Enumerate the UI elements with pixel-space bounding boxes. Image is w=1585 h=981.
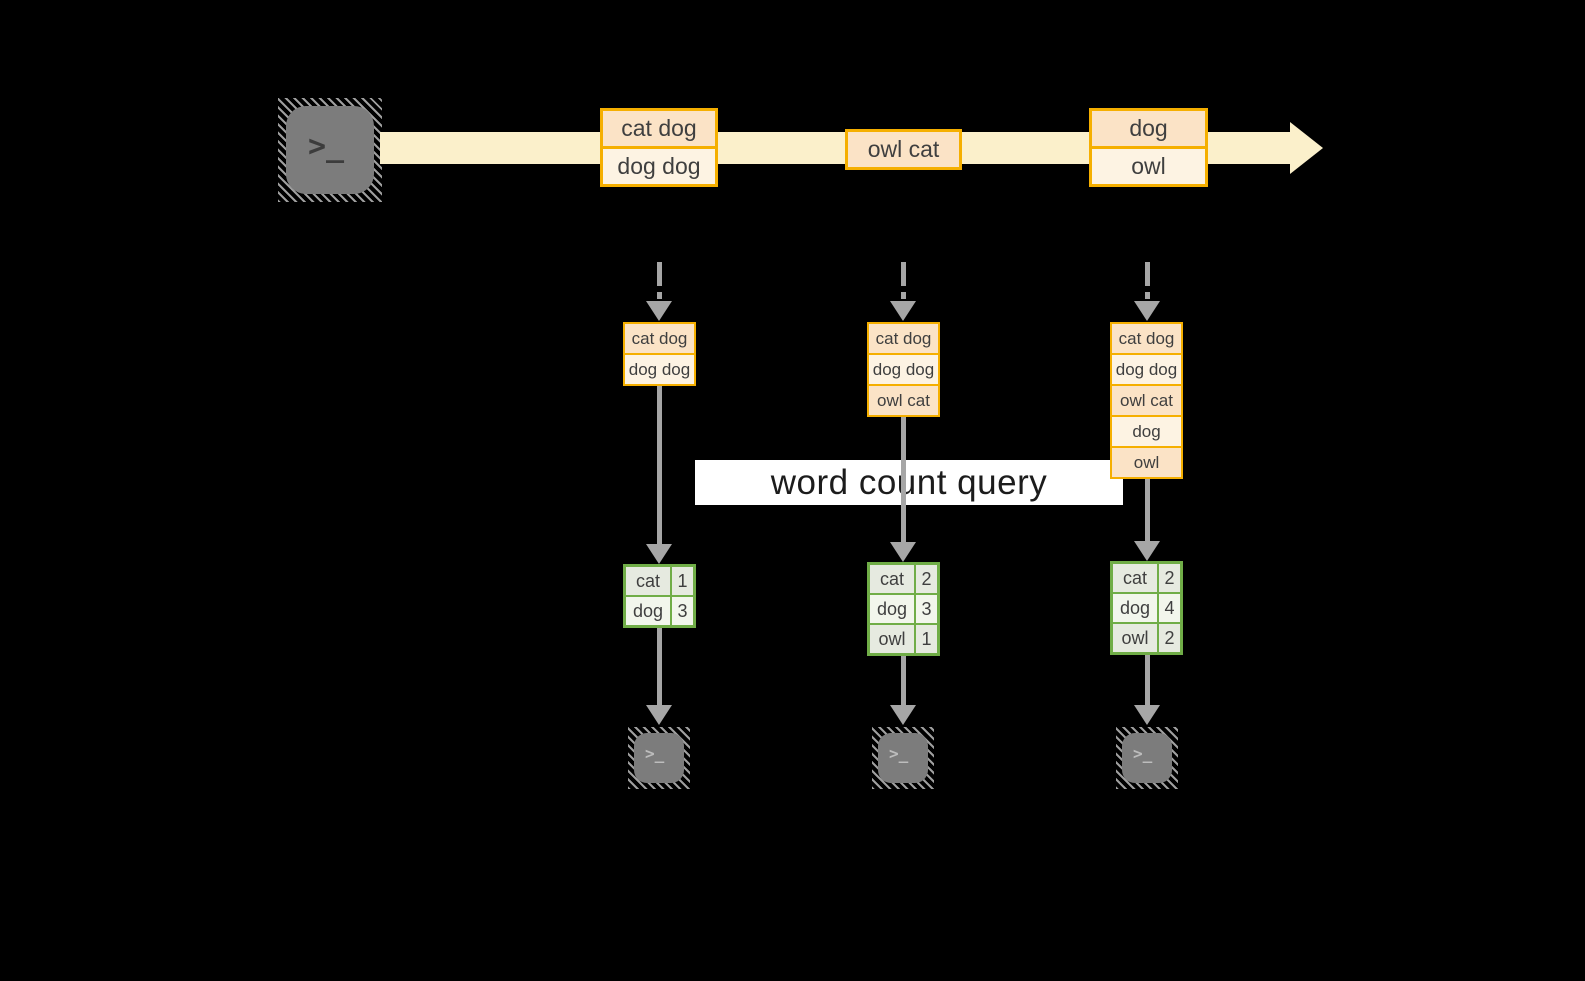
down-arrowhead-icon [646, 544, 672, 564]
buffer-row: dog dog [1112, 355, 1181, 384]
buffer-row: cat dog [869, 324, 938, 353]
word-cell: dog [870, 595, 914, 623]
dashed-arrow-segment [656, 262, 662, 286]
buffer-row: owl cat [869, 386, 938, 415]
count-row: owl 2 [1113, 624, 1180, 652]
down-arrowhead-icon [646, 301, 672, 321]
down-arrowhead-icon [1134, 541, 1160, 561]
output-terminal-icon: >_ [872, 727, 934, 789]
buffer-row: cat dog [1112, 324, 1181, 353]
connector-line [656, 628, 662, 705]
count-row: dog 4 [1113, 594, 1180, 622]
received-messages-buffer: cat dog dog dog [623, 322, 696, 386]
count-row: cat 2 [870, 565, 937, 593]
output-terminal-icon: >_ [628, 727, 690, 789]
count-row: dog 3 [870, 595, 937, 623]
terminal-prompt-icon: >_ [308, 129, 345, 164]
word-cell: dog [626, 597, 670, 625]
terminal-icon-body: >_ [286, 106, 374, 194]
word-count-table: cat 2 dog 4 owl 2 [1110, 561, 1183, 655]
count-cell: 1 [672, 567, 693, 595]
down-arrowhead-icon [1134, 705, 1160, 725]
terminal-prompt-icon: >_ [889, 744, 909, 763]
source-terminal-icon: >_ [278, 98, 382, 202]
stream-message: dog owl [1089, 108, 1208, 187]
dashed-arrow-segment [1144, 292, 1150, 299]
count-row: dog 3 [626, 597, 693, 625]
stream-message-row: dog dog [603, 149, 715, 184]
dashed-arrow-segment [1144, 262, 1150, 286]
down-arrowhead-icon [890, 542, 916, 562]
terminal-prompt-icon: >_ [645, 744, 665, 763]
down-arrowhead-icon [1134, 301, 1160, 321]
word-cell: cat [1113, 564, 1157, 592]
terminal-icon-body: >_ [634, 733, 684, 783]
buffer-row: dog [1112, 417, 1181, 446]
count-cell: 2 [1159, 564, 1180, 592]
dashed-arrow-segment [900, 262, 906, 286]
word-cell: cat [626, 567, 670, 595]
dashed-arrow-segment [900, 292, 906, 299]
connector-line [1144, 479, 1150, 541]
count-row: cat 1 [626, 567, 693, 595]
buffer-row: owl [1112, 448, 1181, 477]
down-arrowhead-icon [646, 705, 672, 725]
buffer-row: cat dog [625, 324, 694, 353]
count-cell: 2 [916, 565, 937, 593]
received-messages-buffer: cat dog dog dog owl cat dog owl [1110, 322, 1183, 479]
query-banner: word count query [695, 460, 1123, 505]
stream-message-row: dog [1092, 111, 1205, 146]
count-row: owl 1 [870, 625, 937, 653]
word-cell: owl [870, 625, 914, 653]
terminal-prompt-icon: >_ [1133, 744, 1153, 763]
stream-arrowhead-icon [1290, 122, 1323, 174]
count-cell: 3 [672, 597, 693, 625]
connector-line [1144, 655, 1150, 705]
count-cell: 1 [916, 625, 937, 653]
count-cell: 2 [1159, 624, 1180, 652]
stream-message: owl cat [845, 129, 962, 170]
down-arrowhead-icon [890, 705, 916, 725]
stream-message: cat dog dog dog [600, 108, 718, 187]
word-count-table: cat 1 dog 3 [623, 564, 696, 628]
count-row: cat 2 [1113, 564, 1180, 592]
buffer-row: owl cat [1112, 386, 1181, 415]
terminal-icon-body: >_ [1122, 733, 1172, 783]
buffer-row: dog dog [869, 355, 938, 384]
word-cell: cat [870, 565, 914, 593]
word-cell: owl [1113, 624, 1157, 652]
word-count-table: cat 2 dog 3 owl 1 [867, 562, 940, 656]
stream-message-row: owl cat [848, 132, 959, 167]
word-cell: dog [1113, 594, 1157, 622]
received-messages-buffer: cat dog dog dog owl cat [867, 322, 940, 417]
dashed-arrow-segment [656, 292, 662, 299]
count-cell: 3 [916, 595, 937, 623]
stream-message-row: owl [1092, 149, 1205, 184]
connector-line [900, 656, 906, 705]
connector-line [656, 386, 662, 544]
connector-line [900, 417, 906, 542]
count-cell: 4 [1159, 594, 1180, 622]
stream-message-row: cat dog [603, 111, 715, 146]
terminal-icon-body: >_ [878, 733, 928, 783]
buffer-row: dog dog [625, 355, 694, 384]
output-terminal-icon: >_ [1116, 727, 1178, 789]
down-arrowhead-icon [890, 301, 916, 321]
